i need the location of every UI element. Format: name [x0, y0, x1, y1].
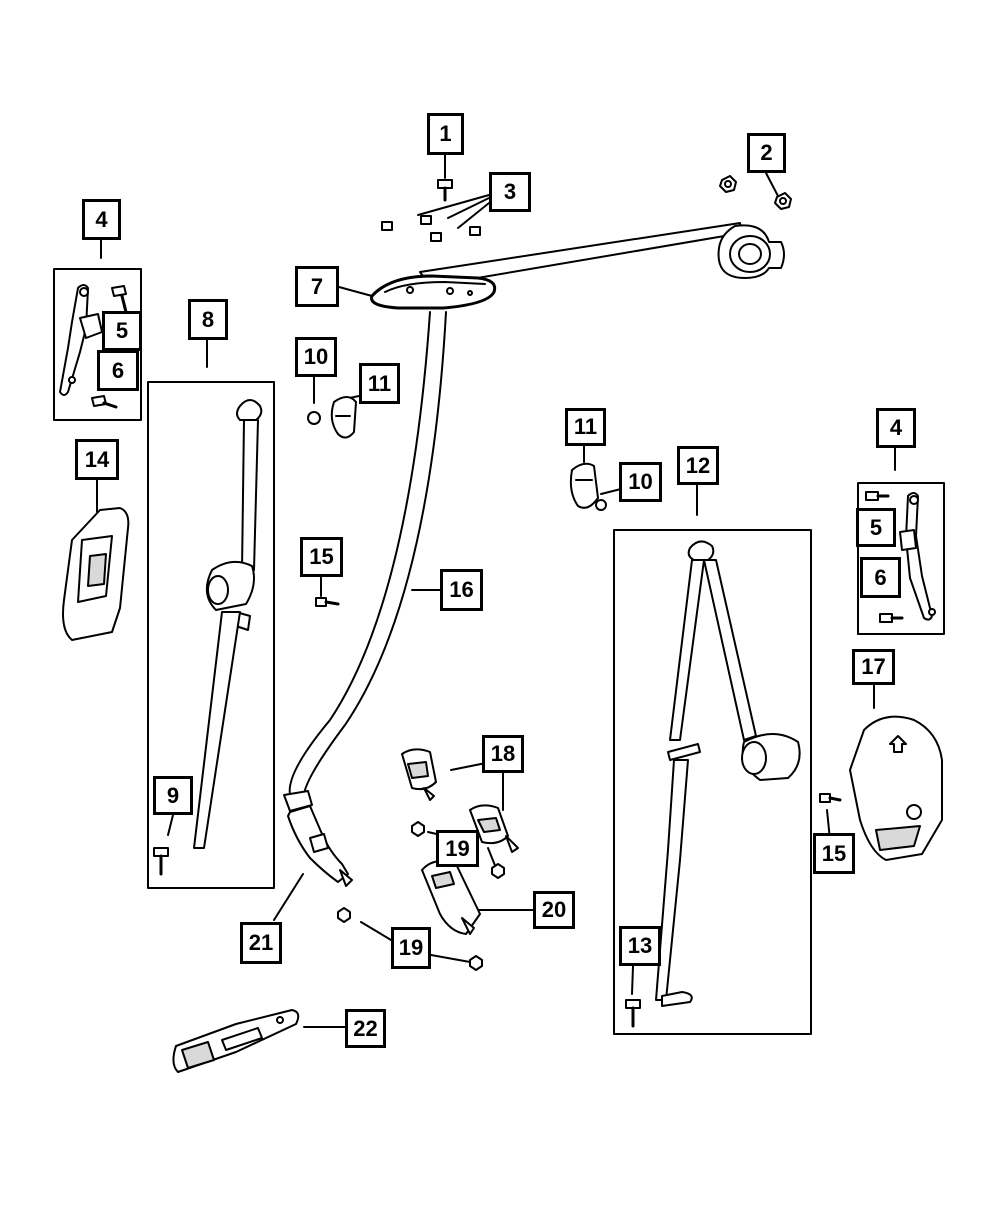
- callout-19-bottom: 19: [391, 927, 431, 969]
- buckle-21: [283, 790, 353, 887]
- callout-1: 1: [427, 113, 464, 155]
- callout-16: 16: [440, 569, 483, 611]
- callout-10-left: 10: [295, 337, 337, 377]
- bolt-1: [437, 179, 453, 202]
- callout-4-right: 4: [876, 408, 916, 448]
- bolt-13: [625, 999, 641, 1028]
- callout-21: 21: [240, 922, 282, 964]
- overhead-belt: [419, 222, 785, 287]
- nuts-2: [719, 175, 792, 210]
- anchor-assembly-right: [865, 491, 936, 623]
- callout-7: 7: [295, 266, 339, 307]
- callout-15-right: 15: [813, 833, 855, 874]
- callout-20: 20: [533, 891, 575, 929]
- buckle-18: [401, 748, 519, 853]
- belt-webbing-16: [288, 311, 447, 801]
- cap-10-right: [595, 499, 607, 511]
- anchor-assembly-left: [59, 284, 128, 409]
- cover-11-right: [569, 462, 599, 509]
- callout-18: 18: [482, 735, 524, 773]
- callout-3: 3: [489, 172, 531, 212]
- callout-5-right: 5: [856, 508, 896, 547]
- seat-belt-assembly-box-right: [613, 529, 812, 1035]
- seat-belt-assembly-box-left: [147, 381, 275, 889]
- bolt-9: [153, 847, 169, 876]
- nuts-3: [381, 215, 481, 242]
- callout-8: 8: [188, 299, 228, 340]
- callout-5-left: 5: [102, 311, 142, 351]
- cap-10-left: [307, 411, 321, 425]
- callout-6-left: 6: [97, 350, 139, 391]
- callout-22: 22: [345, 1009, 386, 1048]
- cover-11-left: [330, 396, 357, 439]
- trim-panel-17: [849, 715, 943, 861]
- callout-19-middle: 19: [436, 830, 479, 867]
- trim-panel-14: [62, 507, 130, 641]
- buckle-20: [421, 860, 481, 935]
- callout-10-right: 10: [619, 462, 662, 502]
- callout-17: 17: [852, 649, 895, 685]
- callout-4-left: 4: [82, 199, 121, 240]
- callout-11-right: 11: [565, 408, 606, 446]
- callout-15-left: 15: [300, 537, 343, 577]
- buckle-22: [172, 1009, 300, 1073]
- callout-11-left: 11: [359, 363, 400, 404]
- callout-9: 9: [153, 776, 193, 815]
- bezel-7: [370, 274, 497, 310]
- bolt-15-left: [315, 597, 340, 607]
- callout-2: 2: [747, 133, 786, 173]
- seat-belt-assembly-right: [655, 540, 801, 1007]
- anchor-assembly-box-right: [857, 482, 945, 635]
- nuts-19: [337, 821, 505, 971]
- seat-belt-assembly-left: [193, 399, 263, 849]
- callout-14: 14: [75, 439, 119, 480]
- bolt-15-right: [819, 793, 842, 803]
- callout-13: 13: [619, 926, 661, 966]
- callout-12: 12: [677, 446, 719, 485]
- callout-6-right: 6: [860, 557, 901, 598]
